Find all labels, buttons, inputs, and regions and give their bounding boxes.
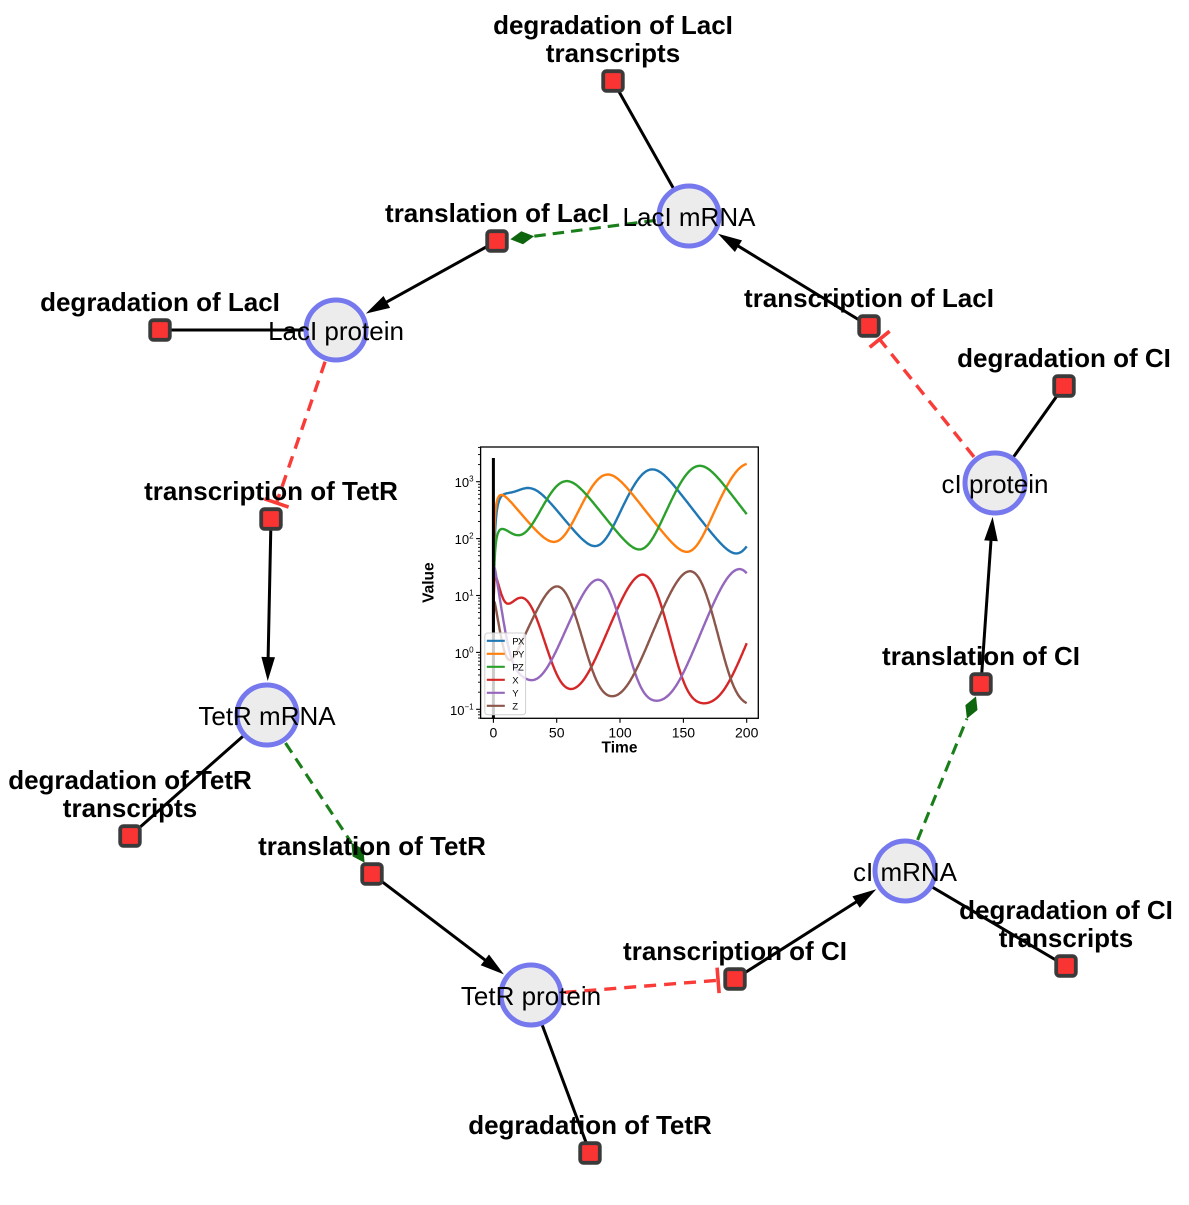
svg-text:LacI protein: LacI protein: [268, 316, 404, 346]
svg-text:degradation of LacI: degradation of LacI: [40, 287, 280, 317]
svg-text:transcripts: transcripts: [999, 923, 1133, 953]
svg-text:0: 0: [490, 725, 498, 741]
svg-text:TetR mRNA: TetR mRNA: [198, 701, 336, 731]
svg-text:Y: Y: [512, 688, 519, 699]
svg-text:Z: Z: [512, 701, 518, 712]
svg-text:50: 50: [549, 725, 565, 741]
svg-text:PX: PX: [512, 636, 525, 647]
svg-text:degradation of LacI: degradation of LacI: [493, 10, 733, 40]
svg-text:translation of TetR: translation of TetR: [258, 831, 486, 861]
svg-text:translation of CI: translation of CI: [882, 641, 1080, 671]
svg-text:cI protein: cI protein: [942, 469, 1049, 499]
svg-text:LacI mRNA: LacI mRNA: [623, 202, 757, 232]
svg-text:Value: Value: [421, 562, 438, 603]
svg-text:100: 100: [608, 725, 632, 741]
svg-text:X: X: [512, 675, 519, 686]
svg-text:degradation of CI: degradation of CI: [957, 343, 1171, 373]
svg-text:Time: Time: [602, 739, 638, 756]
svg-text:degradation of TetR: degradation of TetR: [8, 765, 252, 795]
svg-text:translation of LacI: translation of LacI: [385, 198, 609, 228]
svg-text:transcription of TetR: transcription of TetR: [144, 476, 398, 506]
svg-text:transcription of LacI: transcription of LacI: [744, 283, 994, 313]
svg-text:degradation of CI: degradation of CI: [959, 895, 1173, 925]
svg-text:transcripts: transcripts: [63, 793, 197, 823]
svg-text:transcription of CI: transcription of CI: [623, 936, 847, 966]
svg-text:cI mRNA: cI mRNA: [853, 857, 958, 887]
svg-text:PZ: PZ: [512, 662, 524, 673]
svg-text:200: 200: [735, 725, 759, 741]
svg-text:PY: PY: [512, 649, 525, 660]
svg-text:150: 150: [672, 725, 696, 741]
svg-text:transcripts: transcripts: [546, 38, 680, 68]
svg-text:degradation of TetR: degradation of TetR: [468, 1110, 712, 1140]
svg-text:TetR protein: TetR protein: [461, 981, 601, 1011]
